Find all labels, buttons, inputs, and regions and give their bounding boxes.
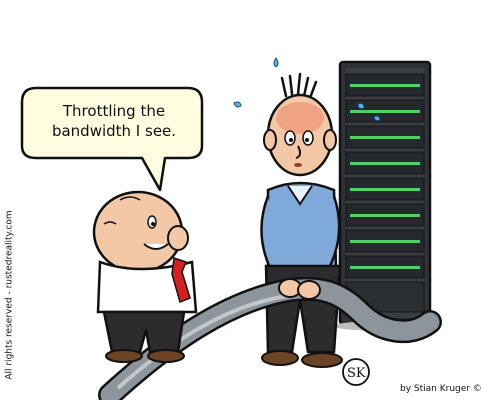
sweat-drops	[233, 57, 381, 122]
copyright-text: All rights reserved - rustedreality.com	[4, 210, 15, 380]
signature-logo: SK	[342, 358, 370, 386]
speech-bubble-text: Throttling the bandwidth I see.	[51, 102, 177, 140]
status-leds	[350, 84, 420, 269]
rack-unit	[345, 73, 425, 313]
artist-credit: by Stian Kruger ©	[400, 384, 482, 394]
it-guy	[260, 72, 343, 368]
speech-bubble	[20, 86, 204, 192]
signature-text: SK	[347, 366, 366, 381]
boss	[92, 190, 198, 363]
